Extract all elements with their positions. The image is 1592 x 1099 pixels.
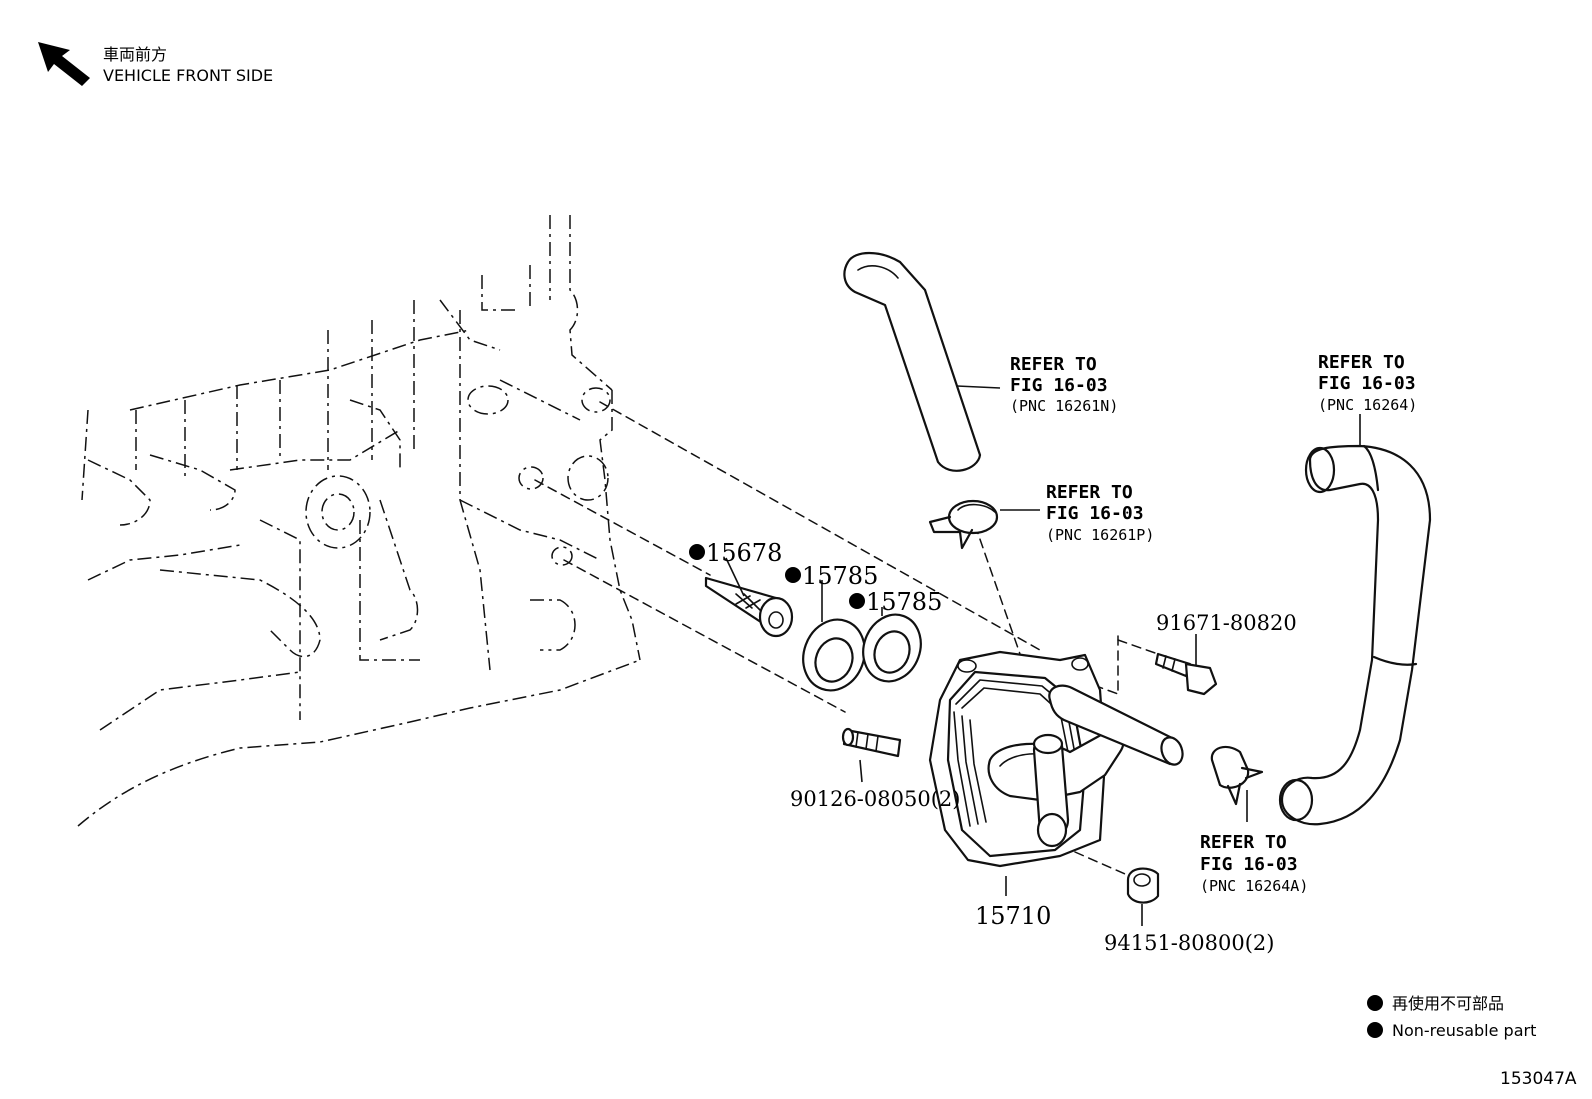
legend: 再使用不可部品 Non-reusable part [1367,994,1536,1040]
ref-pnc: (PNC 16261P) [1046,526,1154,544]
callout-15785-a: 15785 [785,562,878,590]
hose-clamp-lower [1210,745,1264,806]
ref-pnc: (PNC 16261N) [1010,397,1118,415]
reference-upper-hose: REFER TO FIG 16-03 (PNC 16261N) [1010,354,1118,415]
filled-circle-icon [1367,1022,1383,1038]
callout-label: 15785 [802,562,878,590]
ref-line2: FIG 16-03 [1010,375,1108,396]
callout-15710: 15710 [975,902,1051,930]
reference-upper-clamp: REFER TO FIG 16-03 (PNC 16261P) [1046,482,1154,544]
oil-cooler-15710 [928,650,1184,868]
ref-line2: FIG 16-03 [1046,503,1144,524]
reference-lower-clamp: REFER TO FIG 16-03 (PNC 16264A) [1200,832,1308,895]
ref-line1: REFER TO [1200,832,1287,853]
gasket-15785-b [862,613,922,683]
callout-nut: 94151-80800(2) [1104,931,1274,955]
ref-line2: FIG 16-03 [1200,854,1298,875]
callout-bolt: 91671-80820 [1156,611,1297,635]
right-hose [1278,444,1432,826]
legend-label-jp: 再使用不可部品 [1392,994,1504,1013]
flange-nut [1126,867,1160,904]
ref-line1: REFER TO [1318,352,1405,373]
upper-hose [843,251,982,472]
ref-pnc: (PNC 16264) [1318,396,1417,414]
figure-code: 153047A [1500,1069,1577,1089]
callout-15678: 15678 [689,539,782,567]
engine-block-outline [77,215,641,827]
ref-line1: REFER TO [1010,354,1097,375]
filled-circle-icon [1367,995,1383,1011]
callout-stud: 90126-08050(2) [790,787,960,811]
leader-lines [725,385,1361,926]
filled-circle-icon [785,567,801,583]
ref-line1: REFER TO [1046,482,1133,503]
ref-line2: FIG 16-03 [1318,373,1416,394]
callout-15785-b: 15785 [849,588,942,616]
filled-circle-icon [849,593,865,609]
reference-right-hose: REFER TO FIG 16-03 (PNC 16264) [1318,352,1417,414]
hose-clamp-upper [928,499,999,550]
gasket-15785-a [802,618,866,692]
arrow-up-left-icon [38,42,90,86]
legend-label-en: Non-reusable part [1392,1021,1536,1040]
union-15678 [704,576,794,638]
flange-bolt [1154,652,1218,696]
callout-label: 15785 [866,588,942,616]
stud-bolt [841,727,902,758]
direction-label-en: VEHICLE FRONT SIDE [103,66,273,85]
filled-circle-icon [689,544,705,560]
callout-label: 15678 [706,539,782,567]
ref-pnc: (PNC 16264A) [1200,877,1308,895]
direction-label-jp: 車両前方 [103,45,167,64]
